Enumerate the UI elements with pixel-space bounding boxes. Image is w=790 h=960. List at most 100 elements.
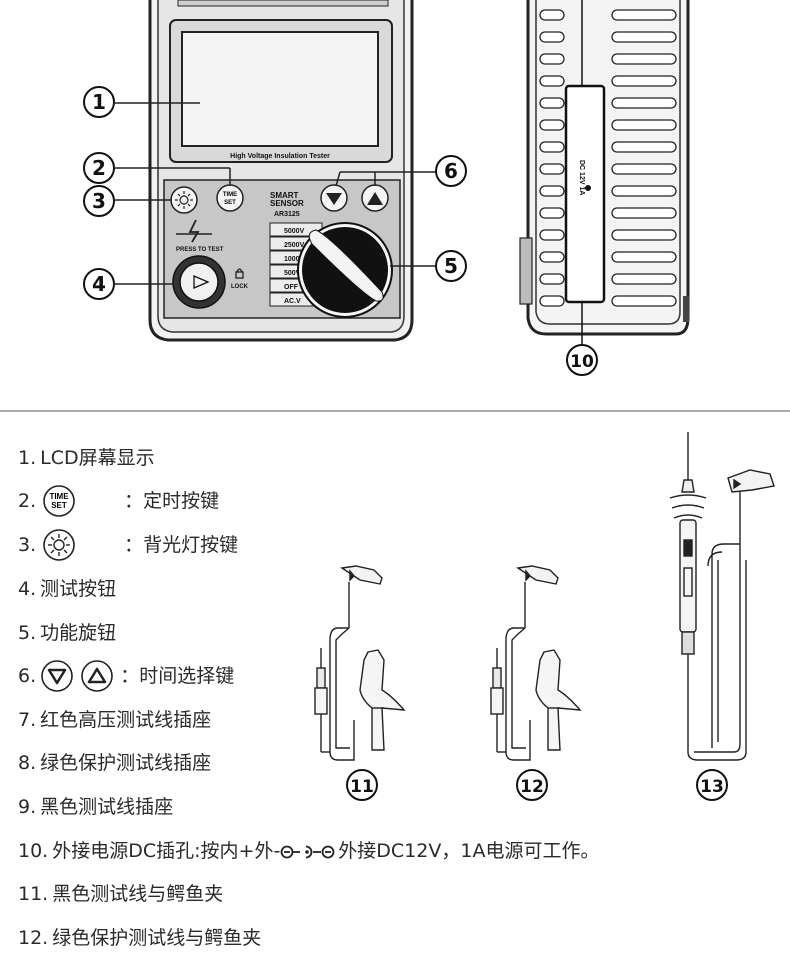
callout-number: 13: [700, 777, 724, 797]
range-label: 2500V: [284, 242, 305, 249]
legend-text: 红色高压测试线插座: [40, 709, 212, 731]
svg-text:SET: SET: [51, 501, 67, 510]
callout-circle: [83, 268, 115, 300]
warning-symbol: [176, 219, 212, 243]
legend-item: 5.功能旋钮: [18, 621, 116, 645]
callout-number: 1: [92, 90, 106, 114]
lcd-label: High Voltage Insulation Tester: [230, 153, 330, 160]
callout-number: 4: [92, 272, 106, 296]
brand-line2: SENSOR: [270, 199, 304, 208]
legend-number: 11.: [18, 883, 49, 905]
legend-number: 10.: [18, 840, 49, 862]
legend-text: 外接电源DC插孔:按内+外-: [52, 840, 281, 862]
legend-text: ：背光灯按键: [124, 533, 239, 556]
callout-number: 6: [444, 159, 458, 183]
range-label: 5000V: [284, 228, 305, 235]
time-set-button[interactable]: TIME SET: [216, 184, 244, 212]
range-label: OFF: [284, 284, 299, 291]
dc-jack-label: DC 12V 1A: [578, 160, 585, 195]
callout-circle: [566, 344, 598, 376]
legend-text: 绿色保护测试线插座: [40, 752, 212, 774]
callout-circle: [83, 86, 115, 118]
callout-circle: [83, 152, 115, 184]
black-test-lead-illustration: [314, 565, 406, 761]
legend-text: 黑色测试线与鳄鱼夹: [52, 883, 224, 905]
legend-item: 9.黑色测试线插座: [18, 795, 173, 819]
up-button[interactable]: [361, 184, 389, 212]
legend-item: 3. ：背光灯按键: [18, 528, 238, 562]
callout-number: 2: [92, 156, 106, 180]
callout-circle: [435, 250, 467, 282]
legend-item: 8.绿色保护测试线插座: [18, 751, 211, 775]
triangle-up-icon: [81, 660, 113, 692]
triangle-down-icon: [326, 193, 342, 205]
press-to-test-label: PRESS TO TEST: [176, 247, 224, 253]
polarity-symbol-icon: [280, 845, 335, 858]
legend-item: 12.绿色保护测试线与鳄鱼夹: [18, 926, 261, 950]
legend-text: 测试按钮: [40, 578, 117, 600]
legend-number: 8.: [18, 752, 37, 774]
legend-item: 10.外接电源DC插孔:按内+外- 外接DC12V，1A电源可工作。: [18, 839, 599, 863]
legend-number: 6.: [18, 664, 37, 687]
side-fins-left: [539, 9, 565, 307]
lock-label: LOCK: [231, 284, 249, 290]
legend-number: 2.: [18, 489, 37, 512]
device-front: High Voltage Insulation Tester TIME SET …: [148, 0, 414, 342]
time-set-line2: SET: [224, 200, 236, 206]
callout-number: 3: [92, 189, 106, 213]
brand-line1: SMART: [270, 191, 299, 200]
legend-text: 功能旋钮: [40, 622, 117, 644]
legend-number: 5.: [18, 622, 37, 644]
legend-item: 4.测试按钮: [18, 577, 116, 601]
legend-text: LCD屏幕显示: [40, 447, 155, 469]
range-label: 1000V: [284, 256, 305, 263]
callout-circle: [516, 769, 548, 801]
callout-number: 10: [570, 352, 594, 372]
down-button[interactable]: [320, 184, 348, 212]
callout-number: 11: [350, 777, 374, 797]
callout-circle: [435, 155, 467, 187]
legend-text: ：时间选择键: [120, 664, 235, 687]
triangle-down-icon: [41, 660, 73, 692]
legend-text: 黑色测试线插座: [40, 796, 174, 818]
legend-number: 3.: [18, 533, 37, 556]
time-set-line1: TIME: [223, 192, 237, 198]
legend-number: 1.: [18, 447, 37, 469]
legend-item: 11.黑色测试线与鳄鱼夹: [18, 882, 223, 906]
legend-number: 7.: [18, 709, 37, 731]
green-test-lead-illustration: [490, 565, 582, 761]
legend-item: 6. ：时间选择键: [18, 659, 234, 693]
callout-circle: [83, 185, 115, 217]
legend-item: 1.LCD屏幕显示: [18, 446, 155, 470]
callout-number: 12: [520, 777, 544, 797]
dc-jack-hole: [585, 185, 591, 191]
sun-icon: [179, 195, 189, 205]
svg-text:TIME: TIME: [50, 492, 70, 501]
legend-text-b: 外接DC12V，1A电源可工作。: [338, 840, 600, 862]
lock-icon: [235, 268, 244, 279]
backlight-button[interactable]: [170, 186, 198, 214]
test-button[interactable]: [172, 255, 226, 309]
callout-circle: [696, 769, 728, 801]
leader-lines: [115, 102, 436, 285]
device-side: DC 12V 1A: [519, 0, 690, 344]
side-fins-right: [611, 9, 677, 307]
dc-jack-panel: [564, 84, 606, 304]
model-label: AR3125: [274, 211, 300, 218]
test-probe-illustration: [669, 432, 775, 761]
legend-item: 7.红色高压测试线插座: [18, 708, 211, 732]
triangle-up-icon: [367, 192, 383, 205]
backlight-icon: [43, 529, 75, 561]
legend-text: ：定时按键: [124, 489, 220, 512]
legend-number: 9.: [18, 796, 37, 818]
callout-circle: [346, 769, 378, 801]
legend-number: 4.: [18, 578, 37, 600]
function-dial[interactable]: [297, 222, 393, 318]
lcd-screen: [181, 31, 379, 147]
legend-text: 绿色保护测试线与鳄鱼夹: [52, 927, 262, 949]
legend-number: 12.: [18, 927, 49, 949]
